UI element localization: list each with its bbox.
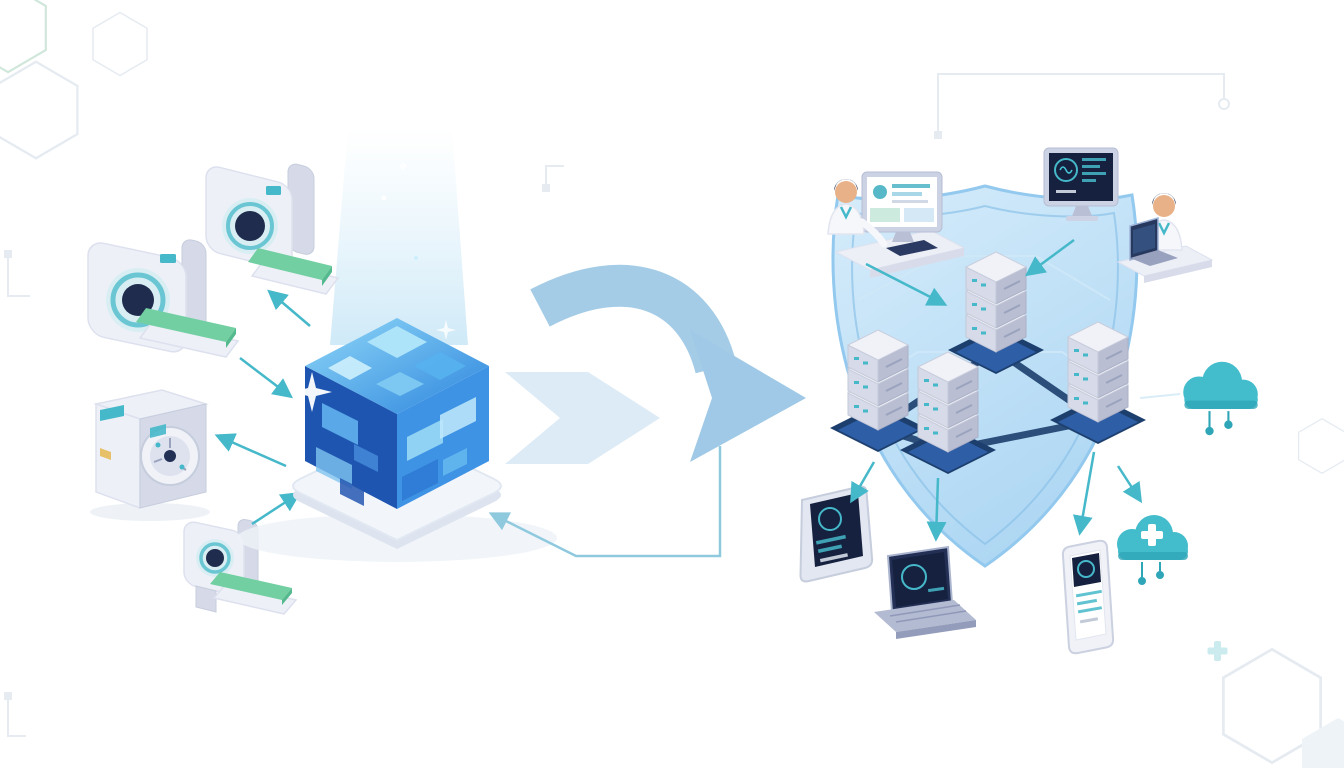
- hexagon-outline-green: [0, 0, 47, 74]
- sparkle: [436, 320, 456, 340]
- cube-tile: [440, 397, 476, 439]
- cube-tile: [328, 356, 372, 380]
- cube-tile: [376, 372, 424, 396]
- server-network: [830, 252, 1146, 474]
- patient-table: [248, 248, 332, 280]
- cube-tile: [414, 352, 466, 380]
- shield-data-arrows: [850, 238, 1181, 542]
- data-arrow: [926, 477, 947, 542]
- ct-scanner-bottom: [183, 519, 298, 615]
- data-arrow: [239, 357, 293, 399]
- patient-table: [136, 308, 236, 342]
- cube-tile: [322, 403, 358, 445]
- mri-scanner: [87, 239, 240, 358]
- doctor-workstation-right: [1116, 193, 1214, 283]
- side-screen: [150, 424, 166, 438]
- cloud-link-line: [1139, 393, 1181, 399]
- circuit-lines-bottom-left: [4, 692, 26, 737]
- data-arrow: [267, 289, 311, 327]
- cube-tile: [402, 459, 438, 501]
- control-screen: [266, 186, 281, 195]
- data-flow-arrow: [505, 264, 806, 464]
- phone-scan-viewer: [1061, 539, 1115, 655]
- doctor-left: [827, 179, 888, 248]
- monitor-brain-scan: [1043, 147, 1119, 221]
- small-plus-decoration: [1207, 641, 1228, 661]
- circuit-lines-left: [4, 250, 30, 297]
- beam-sparkle: [398, 161, 408, 171]
- cloud-network: [1182, 360, 1259, 436]
- data-arrow: [1024, 238, 1075, 277]
- doctor-workstation-left: [827, 171, 966, 278]
- beam-sparkle: [381, 195, 387, 201]
- data-arrow: [251, 491, 302, 526]
- nuclear-imaging-machine: [90, 389, 210, 521]
- cube-tile: [340, 478, 364, 506]
- stethoscope: [839, 206, 853, 220]
- cube-tile: [443, 448, 467, 476]
- ct-scanner-top: [205, 163, 340, 295]
- cube-tile: [367, 326, 427, 358]
- control-screen: [160, 254, 176, 263]
- data-arrow: [1116, 465, 1143, 504]
- hexagon-outline: [1297, 418, 1344, 474]
- cube-tile: [407, 419, 443, 461]
- data-arrow: [865, 262, 948, 306]
- beam-sparkle: [414, 256, 418, 260]
- hexagon-filled: [1302, 718, 1344, 768]
- tablet-scan-viewer: [799, 485, 874, 583]
- laptop-scan-viewer: [874, 545, 976, 639]
- data-arrow: [214, 433, 287, 468]
- sparkle: [292, 372, 332, 412]
- data-cube: [237, 318, 557, 562]
- device-data-arrows: [214, 289, 311, 526]
- cube-tile: [354, 444, 378, 472]
- patient-table: [210, 572, 292, 600]
- circuit-lines-center: [542, 165, 564, 192]
- cube-tile: [316, 447, 352, 489]
- hexagon-outline: [92, 11, 148, 77]
- circuit-lines-top-right: [934, 73, 1230, 139]
- data-arrow: [850, 461, 876, 504]
- keyboard: [886, 240, 938, 256]
- stethoscope: [1157, 222, 1171, 236]
- data-beam: [330, 128, 468, 345]
- doctor-laptop: [1129, 217, 1178, 266]
- warning-button: [100, 448, 111, 460]
- patient-avatar: [873, 185, 887, 199]
- control-screen: [100, 405, 124, 421]
- hexagon-outline: [0, 60, 79, 160]
- data-arrow: [1072, 451, 1096, 536]
- return-data-line: [488, 446, 722, 558]
- cloud-medical-cross: [1116, 514, 1189, 585]
